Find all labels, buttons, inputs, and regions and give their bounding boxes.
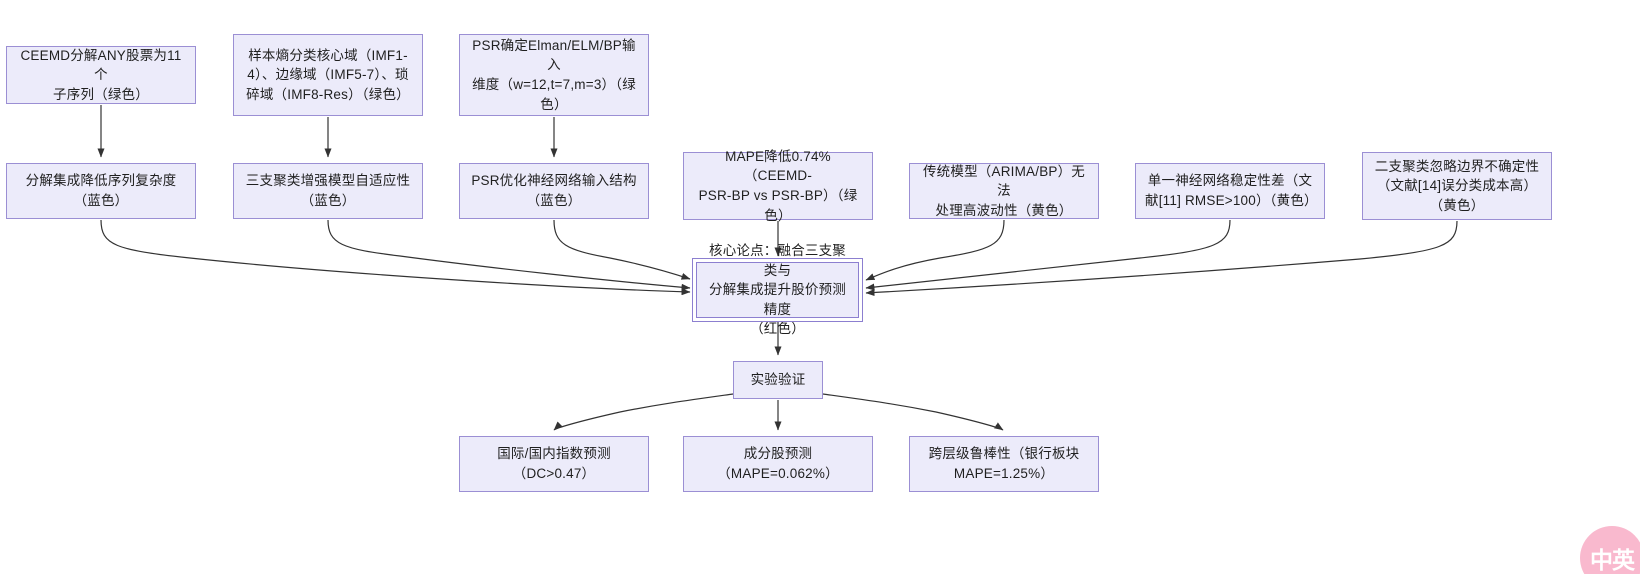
node-m4[interactable]: MAPE降低0.74%（CEEMD- PSR-BP vs PSR-BP）（绿 色… xyxy=(683,149,873,223)
node-t2[interactable]: 样本熵分类核心域（IMF1- 4）、边缘域（IMF5-7）、琐 碎域（IMF8-… xyxy=(233,34,423,116)
node-exp[interactable]: 实验验证 xyxy=(733,361,823,399)
node-label: 国际/国内指数预测 （DC>0.47） xyxy=(497,446,611,481)
node-label: 核心论点：融合三支聚类与 分解集成提升股价预测精度 （红色） xyxy=(709,243,846,337)
node-label: 单一神经网络稳定性差（文 献[11] RMSE>100）（黄色） xyxy=(1145,173,1318,208)
edge-exp-to-b1 xyxy=(553,393,734,431)
node-label: 成分股预测 （MAPE=0.062%） xyxy=(717,446,839,481)
edge-exp-to-b3 xyxy=(822,393,1004,431)
node-b3[interactable]: 跨层级鲁棒性（银行板块 MAPE=1.25%） xyxy=(909,436,1099,492)
node-label: CEEMD分解ANY股票为11个 子序列（绿色） xyxy=(20,47,182,102)
node-b1[interactable]: 国际/国内指数预测 （DC>0.47） xyxy=(459,436,649,492)
node-label: MAPE降低0.74%（CEEMD- PSR-BP vs PSR-BP）（绿 色… xyxy=(698,148,858,223)
edge-m3-to-core xyxy=(553,219,691,280)
edge-m2-to-core xyxy=(327,219,691,291)
node-m5[interactable]: 传统模型（ARIMA/BP）无法 处理高波动性（黄色） xyxy=(909,163,1099,219)
watermark-badge: 中英 xyxy=(1580,526,1640,574)
node-label: PSR确定Elman/ELM/BP输入 维度（w=12,t=7,m=3）（绿 色… xyxy=(472,37,636,112)
node-label: PSR优化神经网络输入结构 （蓝色） xyxy=(471,173,637,208)
node-label: 传统模型（ARIMA/BP）无法 处理高波动性（黄色） xyxy=(922,163,1085,218)
node-t3[interactable]: PSR确定Elman/ELM/BP输入 维度（w=12,t=7,m=3）（绿 色… xyxy=(459,34,649,116)
edge-m7-to-core xyxy=(865,220,1458,297)
node-label: 分解集成降低序列复杂度 （蓝色） xyxy=(25,173,177,208)
node-m1[interactable]: 分解集成降低序列复杂度 （蓝色） xyxy=(6,163,196,219)
edge-m1-to-core xyxy=(100,219,691,296)
node-label: 实验验证 xyxy=(750,372,806,388)
node-label: 三支聚类增强模型自适应性 （蓝色） xyxy=(245,173,411,208)
node-m7[interactable]: 二支聚类忽略边界不确定性 （文献[14]误分类成本高） （黄色） xyxy=(1362,152,1552,220)
node-t1[interactable]: CEEMD分解ANY股票为11个 子序列（绿色） xyxy=(6,46,196,104)
edge-m5-to-core xyxy=(865,219,1005,281)
node-m3[interactable]: PSR优化神经网络输入结构 （蓝色） xyxy=(459,163,649,219)
node-label: 样本熵分类核心域（IMF1- 4）、边缘域（IMF5-7）、琐 碎域（IMF8-… xyxy=(246,47,410,102)
node-m2[interactable]: 三支聚类增强模型自适应性 （蓝色） xyxy=(233,163,423,219)
node-b2[interactable]: 成分股预测 （MAPE=0.062%） xyxy=(683,436,873,492)
edge-m6-to-core xyxy=(865,219,1231,291)
watermark-label: 中英 xyxy=(1590,547,1635,573)
node-core[interactable]: 核心论点：融合三支聚类与 分解集成提升股价预测精度 （红色） xyxy=(692,243,863,336)
node-label: 跨层级鲁棒性（银行板块 MAPE=1.25%） xyxy=(928,446,1080,481)
node-label: 二支聚类忽略边界不确定性 （文献[14]误分类成本高） （黄色） xyxy=(1374,158,1540,213)
node-m6[interactable]: 单一神经网络稳定性差（文 献[11] RMSE>100）（黄色） xyxy=(1135,163,1325,219)
